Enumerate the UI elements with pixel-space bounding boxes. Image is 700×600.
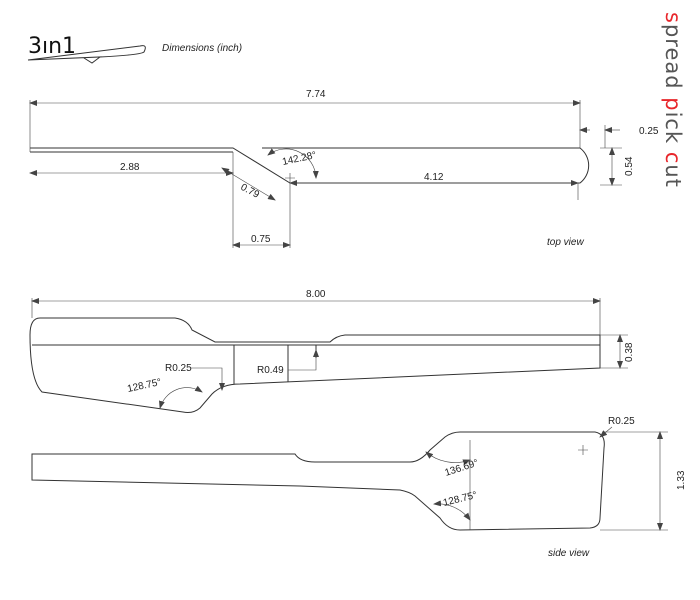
- dim-mid-overall: 8.00: [306, 289, 326, 300]
- side-view: R0.25 136.69° 128.75° 1.33 side view: [31, 416, 687, 559]
- dim-top-width: 0.54: [624, 156, 635, 176]
- top-view: 7.74 0.25 2.88 0.79 142.28° 0.54 4.12 0.…: [29, 89, 659, 248]
- middle-view: 8.00 R0.25 128.75° R0.49 0.38: [29, 289, 635, 413]
- vertical-title: spread pick cut: [661, 12, 685, 188]
- side-view-label: side view: [548, 548, 590, 559]
- dimensions-caption: Dimensions (inch): [162, 43, 242, 54]
- top-view-label: top view: [547, 237, 584, 248]
- title-word-cut-c: c: [661, 152, 685, 165]
- title-word-pick: ick: [661, 112, 685, 152]
- dim-mid-angle: 128.75°: [126, 377, 162, 395]
- title-word-pick-p: p: [661, 97, 685, 111]
- dim-mid-r2: R0.49: [257, 365, 284, 376]
- dim-side-angle1: 136.69°: [444, 458, 480, 479]
- dim-side-height: 1.33: [676, 470, 687, 490]
- dim-top-tip: 0.25: [639, 126, 659, 137]
- dim-top-right: 4.12: [424, 172, 444, 183]
- title-word-spread: pread: [661, 24, 685, 97]
- dim-top-offset: 0.75: [251, 234, 271, 245]
- dim-top-angle: 142.28°: [281, 150, 317, 168]
- dim-top-left: 2.88: [120, 162, 140, 173]
- logo: 3ın1: [27, 34, 146, 64]
- dim-top-overall: 7.74: [306, 89, 326, 100]
- middle-view-outline: [29, 317, 601, 413]
- logo-blade-icon: [27, 45, 146, 64]
- dim-side-r: R0.25: [608, 416, 635, 427]
- title-word-cut: ut: [661, 164, 685, 188]
- dim-top-diag: 0.79: [239, 182, 262, 201]
- side-view-outline: [31, 431, 605, 531]
- dim-mid-thick: 0.38: [624, 342, 635, 362]
- dim-mid-r1: R0.25: [165, 363, 192, 374]
- title-word-spread-s: s: [661, 12, 685, 24]
- dim-side-angle2: 128.75°: [442, 490, 478, 509]
